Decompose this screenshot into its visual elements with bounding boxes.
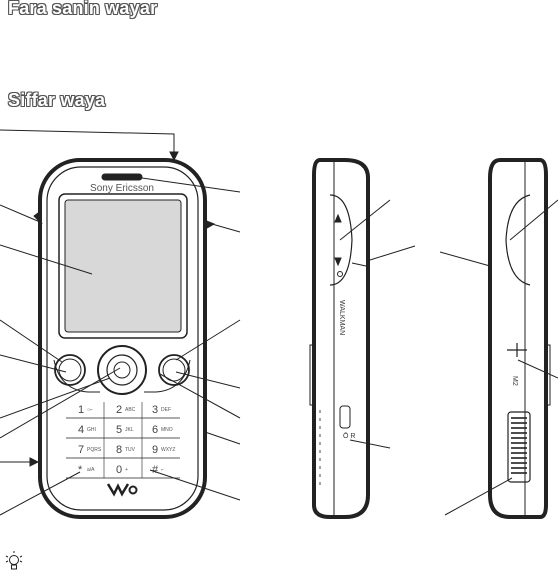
key-10-letters: a/A	[87, 467, 95, 473]
key-4-number: 4	[78, 424, 84, 436]
lightbulb-icon	[5, 551, 23, 570]
key-3-number: 3	[152, 404, 158, 416]
section-heading: Siffar waya	[8, 90, 106, 110]
key-8-letters: TUV	[125, 447, 136, 453]
key-12-number: #	[152, 464, 159, 476]
key-3-letters: DEF	[161, 407, 171, 413]
key-7-letters: PQRS	[87, 447, 102, 453]
navigation-key	[97, 345, 147, 395]
key-2-number: 2	[116, 404, 122, 416]
key-2-letters: ABC	[125, 407, 136, 413]
key-4-letters: GHI	[87, 427, 96, 433]
side-phone-left	[309, 158, 370, 519]
key-10-number: *	[78, 464, 83, 476]
side-phone-right	[488, 158, 551, 519]
key-7-number: 7	[78, 444, 84, 456]
right-selection-key	[158, 354, 190, 386]
camera-key-label: Ō R	[343, 432, 355, 440]
key-9-letters: WXYZ	[161, 447, 175, 453]
volume-key	[329, 194, 353, 286]
memory-card-slot	[507, 411, 531, 483]
walkman-side-label: WALKMAN	[338, 300, 345, 335]
earpiece	[101, 173, 143, 181]
m2-label: M2	[511, 376, 518, 386]
media-key	[505, 194, 531, 286]
walkman-logo	[106, 483, 130, 497]
front-phone	[38, 158, 207, 519]
page-title: Fara sanin wayar	[8, 0, 158, 18]
key-1-letters: ○⌐	[87, 407, 93, 413]
left-selection-key	[54, 354, 86, 386]
key-8-number: 8	[116, 444, 122, 456]
key-6-letters: MNO	[161, 427, 173, 433]
screen-bezel	[58, 193, 188, 339]
key-1-number: 1	[78, 404, 84, 416]
key-12-letters: ⌐	[161, 467, 164, 473]
key-9-number: 9	[152, 444, 158, 456]
key-11-letters: +	[125, 467, 128, 473]
camera-key	[339, 405, 351, 429]
key-5-letters: JKL	[125, 427, 134, 433]
key-11-number: 0	[116, 464, 122, 476]
callout-lines	[0, 129, 558, 516]
display-screen	[64, 199, 182, 333]
key-6-number: 6	[152, 424, 158, 436]
key-5-number: 5	[116, 424, 122, 436]
brand-label: Sony Ericsson	[90, 183, 154, 194]
